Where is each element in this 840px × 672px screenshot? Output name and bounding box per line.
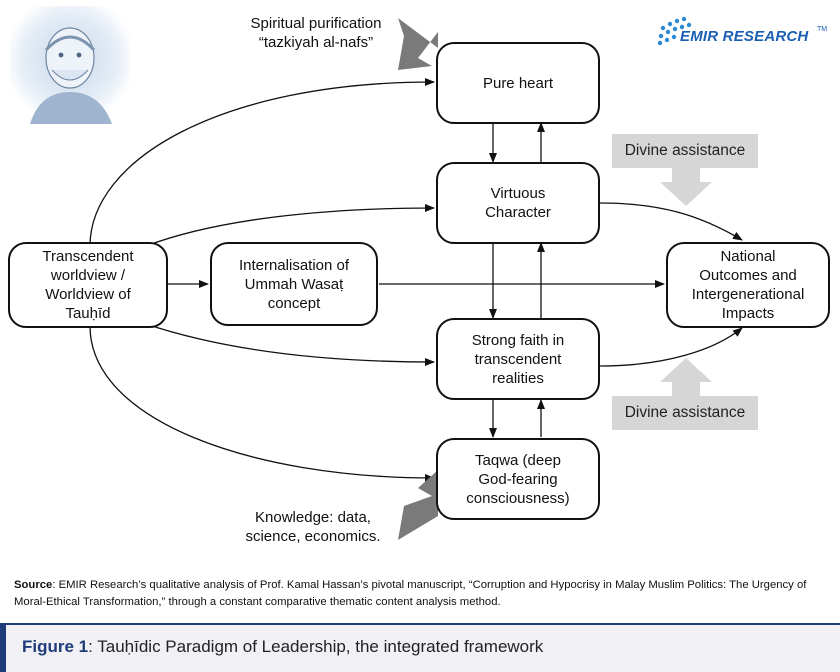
emir-research-logo: EMIR RESEARCH TM [655,14,828,48]
spiritual-purification-arrow [398,18,438,70]
edge-worldview-to-taqwa [89,325,435,482]
node-taqwa: Taqwa (deep God-fearing consciousness) [436,438,600,520]
portrait [10,6,130,124]
edge-strong-faith-to-outcomes [599,327,743,367]
figure-caption: Figure 1: Tauḥīdic Paradigm of Leadershi… [22,637,543,657]
source-label: Source [14,579,53,591]
figure-caption-bar: Figure 1: Tauḥīdic Paradigm of Leadershi… [0,623,840,672]
edge-worldview-to-strong-faith [145,323,435,366]
divine-assistance-bottom-arrow [660,358,712,396]
node-virtuous-character: Virtuous Character [436,162,600,244]
figure-number: Figure 1 [22,637,89,656]
edge-worldview-to-virtuous-character [145,204,435,247]
divine-assistance-bottom-label: Divine assistance [612,396,758,430]
node-transcendent-worldview: Transcendent worldview / Worldview of Ta… [8,242,168,328]
node-strong-faith: Strong faith in transcendent realities [436,318,600,400]
node-national-outcomes: National Outcomes and Intergenerational … [666,242,830,328]
divine-assistance-top-arrow [660,168,712,206]
logo-text: EMIR RESEARCH [680,28,809,45]
divine-assistance-top-label: Divine assistance [612,134,758,168]
node-internalisation: Internalisation of Ummah Wasaṭ concept [210,242,378,326]
spiritual-purification-label: Spiritual purification “tazkiyah al-nafs… [250,15,382,51]
figure-title: : Tauḥīdic Paradigm of Leadership, the i… [88,637,544,656]
source-note: Source: EMIR Research’s qualitative anal… [14,577,829,611]
edge-worldview-to-pure-heart [89,78,435,247]
source-text: : EMIR Research’s qualitative analysis o… [14,579,807,608]
dotted-globe-icon [657,16,692,46]
knowledge-arrow [398,470,438,540]
knowledge-label: Knowledge: data, science, economics. [245,509,381,545]
caption-accent [0,625,6,672]
logo-trademark: TM [817,26,828,33]
node-pure-heart: Pure heart [436,42,600,124]
edge-virtuous-character-to-outcomes [599,202,743,241]
